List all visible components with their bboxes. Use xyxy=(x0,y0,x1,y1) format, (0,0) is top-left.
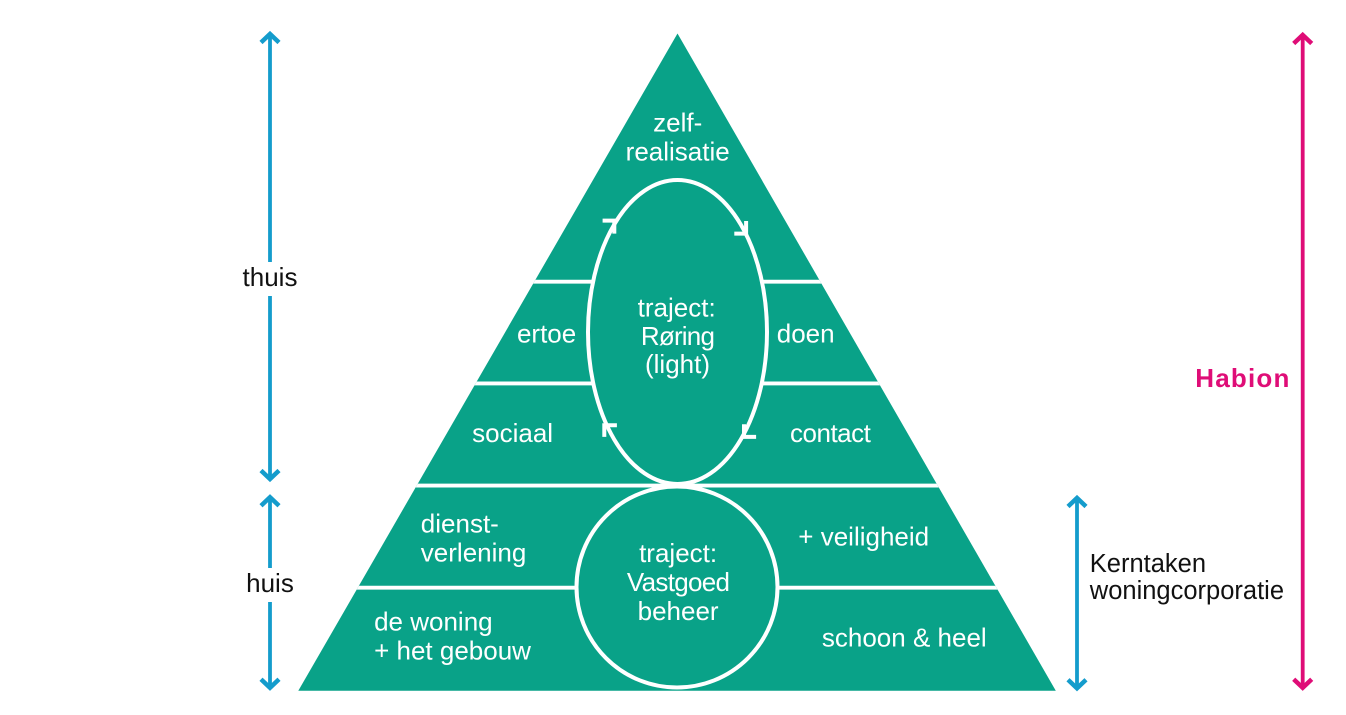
svg-text:zelf-: zelf- xyxy=(653,108,702,138)
svg-text:+ veiligheid: + veiligheid xyxy=(798,522,929,552)
svg-text:verlening: verlening xyxy=(421,538,527,568)
svg-text:traject:: traject: xyxy=(639,538,717,568)
svg-text:thuis: thuis xyxy=(243,262,298,292)
svg-text:de woning: de woning xyxy=(374,606,493,636)
svg-text:ertoe: ertoe xyxy=(517,319,576,349)
svg-text:Kerntaken: Kerntaken xyxy=(1090,550,1206,578)
svg-text:Røring: Røring xyxy=(641,321,714,351)
svg-text:Vastgoed: Vastgoed xyxy=(627,567,729,597)
svg-text:huis: huis xyxy=(246,568,294,598)
svg-text:beheer: beheer xyxy=(638,596,719,626)
svg-text:contact: contact xyxy=(790,418,872,448)
svg-text:+ het gebouw: + het gebouw xyxy=(374,635,531,665)
svg-text:doen: doen xyxy=(777,319,835,349)
svg-text:woningcorporatie: woningcorporatie xyxy=(1089,577,1284,605)
svg-text:traject:: traject: xyxy=(638,293,716,323)
svg-text:Habion: Habion xyxy=(1195,363,1290,393)
svg-text:dienst-: dienst- xyxy=(421,508,499,538)
svg-text:sociaal: sociaal xyxy=(472,418,553,448)
svg-text:schoon & heel: schoon & heel xyxy=(822,623,987,653)
svg-text:(light): (light) xyxy=(645,349,710,379)
svg-text:realisatie: realisatie xyxy=(626,137,730,167)
